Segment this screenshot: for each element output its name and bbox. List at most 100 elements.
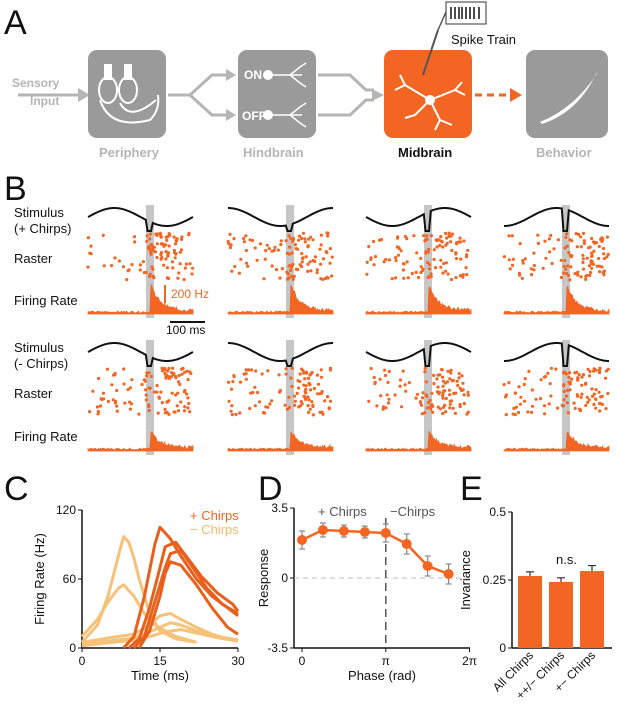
raster-spike	[300, 236, 304, 240]
raster-spike	[445, 236, 449, 240]
raster-spike	[461, 273, 465, 277]
hindbrain-box	[238, 50, 316, 138]
raster-spike	[451, 378, 455, 383]
raster-spike	[301, 231, 306, 235]
raster-spike	[455, 241, 459, 245]
raster-spike	[429, 275, 433, 279]
raster-spike	[393, 393, 397, 397]
raster-spike	[300, 252, 304, 256]
raster-spike	[542, 375, 547, 379]
raster-spike	[426, 250, 431, 254]
raster-spike	[160, 366, 164, 370]
raster-spike	[316, 382, 321, 386]
raster-spike	[530, 388, 535, 392]
raster-spike	[518, 242, 522, 246]
raster-spike	[101, 233, 105, 237]
raster-spike	[588, 273, 592, 277]
arrow-to-on	[168, 73, 226, 97]
raster-spike	[310, 400, 314, 404]
raster-spike	[597, 390, 601, 394]
raster-spike	[172, 410, 176, 414]
raster-spike	[186, 406, 190, 410]
raster-spike	[323, 399, 327, 403]
raster-spike	[130, 378, 134, 382]
raster-spike	[566, 411, 570, 415]
raster-spike	[447, 231, 451, 235]
raster-spike	[570, 377, 574, 381]
raster-spike	[559, 258, 563, 262]
raster-spike	[112, 373, 116, 377]
firing-rate-trace	[365, 286, 472, 315]
raster-spike	[563, 246, 567, 250]
raster-spike	[303, 237, 307, 241]
raster-spike	[155, 390, 159, 394]
raster-spike	[174, 252, 178, 256]
raster-spike	[443, 381, 447, 385]
panel-label-d: D	[258, 470, 283, 508]
spike-train-label: Spike Train	[451, 32, 516, 47]
raster-spike	[436, 405, 440, 409]
raster-spike	[415, 251, 419, 255]
c-x-tick-label: 15	[153, 654, 167, 668]
row-label-stimulus-plus: Stimulus	[14, 205, 64, 220]
raster-spike	[253, 404, 257, 408]
raster-spike	[290, 251, 294, 255]
raster-spike	[170, 391, 174, 395]
raster-spike	[420, 396, 425, 400]
raster-spike	[287, 276, 291, 280]
d-data-point	[443, 569, 454, 579]
raster-spike	[507, 258, 511, 262]
raster-spike	[372, 375, 376, 380]
raster-spike	[176, 380, 181, 384]
raster-spike	[155, 242, 159, 246]
raster-spike	[326, 231, 330, 235]
raster-spike	[577, 373, 581, 377]
raster-spike	[229, 243, 233, 247]
raster-spike	[330, 255, 334, 259]
raster-spike	[183, 370, 187, 374]
raster-spike	[568, 388, 572, 392]
raster-spike	[549, 233, 553, 238]
raster-spike	[458, 240, 462, 244]
raster-spike	[284, 372, 288, 376]
raster-spike	[401, 268, 406, 272]
raster-spike	[144, 398, 148, 402]
c-series-line	[81, 621, 239, 646]
raster-spike	[527, 369, 531, 373]
raster-spike	[244, 372, 248, 376]
c-y-tick-label: 120	[56, 503, 76, 517]
raster-spike	[307, 410, 311, 414]
raster-spike	[315, 268, 319, 272]
raster-spike	[155, 233, 159, 237]
raster-spike	[398, 384, 402, 388]
raster-spike	[592, 240, 596, 244]
raster-spike	[365, 272, 369, 276]
raster-spike	[564, 267, 568, 271]
raster-spike	[502, 383, 506, 387]
raster-spike	[300, 260, 304, 264]
raster-spike	[176, 409, 181, 413]
raster-spike	[449, 277, 454, 282]
raster-spike	[319, 277, 323, 281]
raster-spike	[425, 406, 429, 410]
raster-spike	[584, 403, 588, 408]
raster-spike	[534, 397, 538, 401]
raster-spike	[173, 256, 177, 260]
raster-spike	[444, 410, 448, 414]
raster-spike	[166, 369, 170, 373]
raster-spike	[574, 232, 578, 236]
raster-spike	[436, 385, 440, 389]
e-y-tick-label: 0.25	[483, 573, 507, 587]
raster-spike	[590, 251, 594, 255]
raster-spike	[98, 404, 103, 408]
d-y-tick-label: 0	[281, 571, 288, 585]
raster-spike	[448, 393, 452, 397]
raster-spike	[147, 246, 151, 250]
raster-spike	[311, 403, 315, 407]
raster-spike	[434, 266, 438, 270]
raster-spike	[89, 244, 93, 248]
raster-spike	[585, 395, 589, 399]
stimulus-trace	[365, 207, 472, 232]
raster-spike	[585, 273, 589, 278]
raster-spike	[562, 271, 566, 275]
